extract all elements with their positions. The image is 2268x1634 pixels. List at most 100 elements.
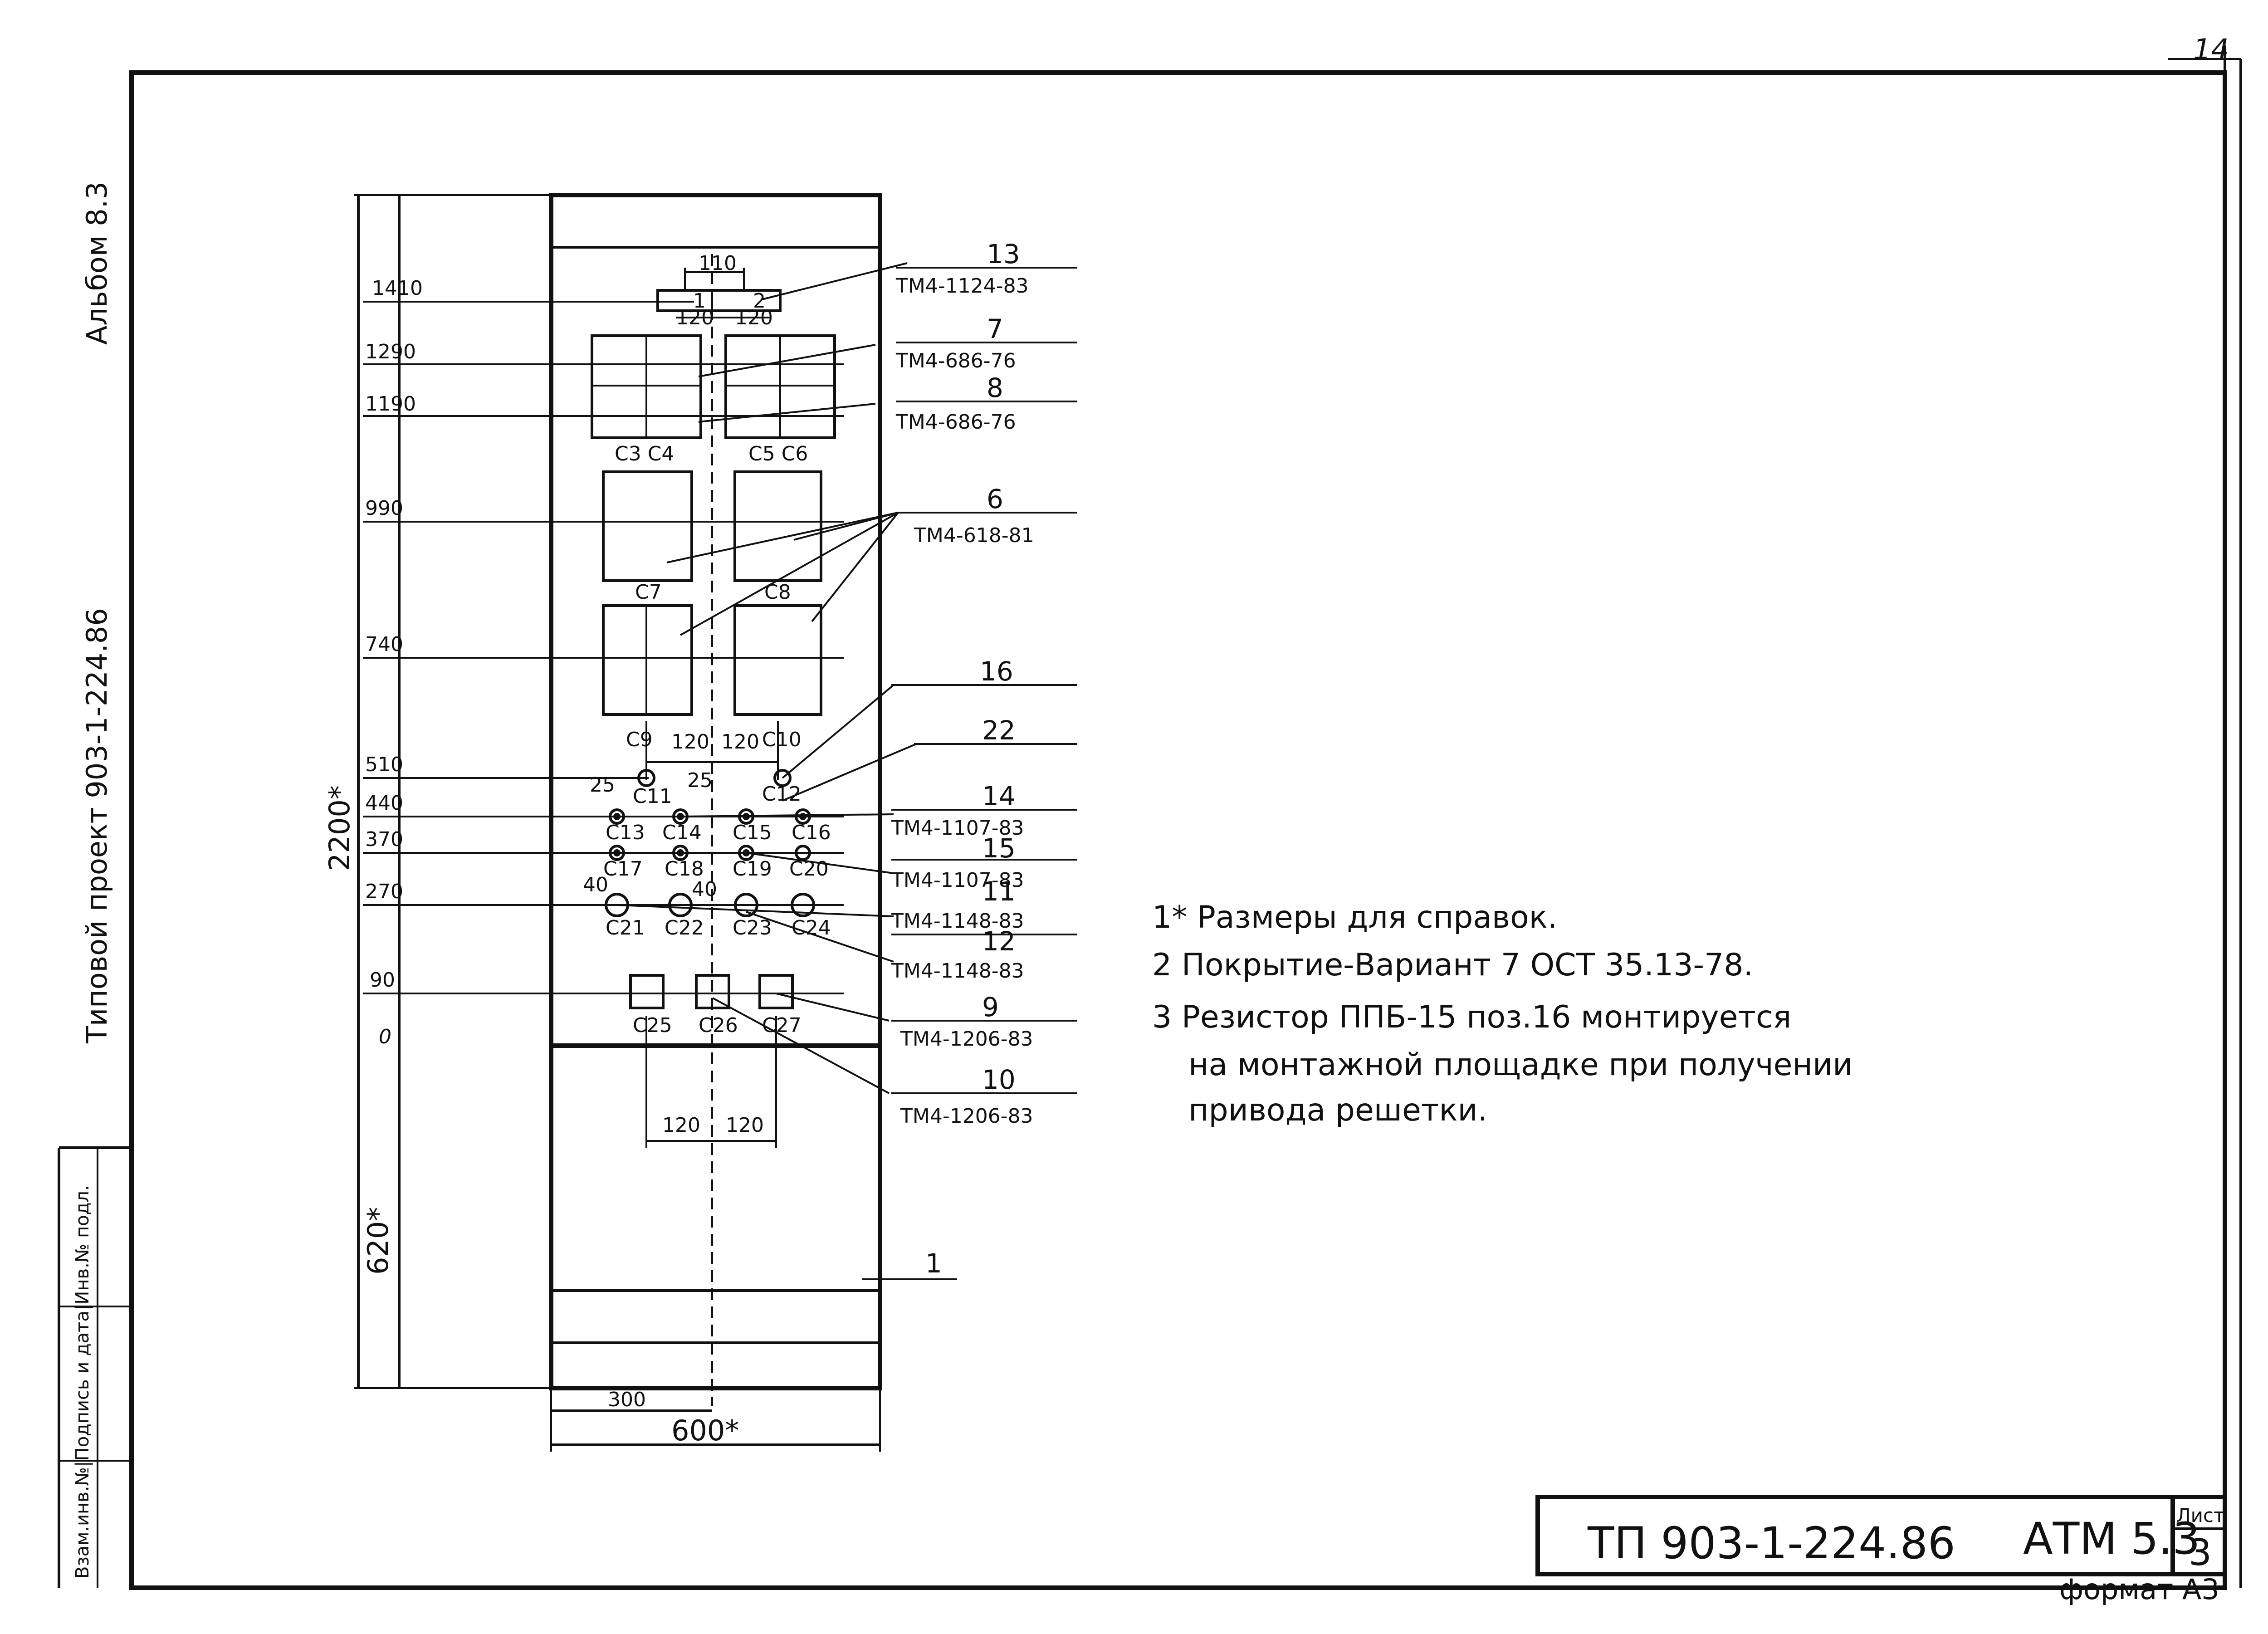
terminal-c27: С27	[762, 1014, 802, 1037]
level-990: 990	[365, 497, 403, 520]
device-boxes-upper	[591, 334, 836, 439]
terminal-c17: С17	[603, 857, 643, 881]
terminal-c7: С7	[635, 581, 662, 604]
sheet-label: Лист	[2176, 1504, 2224, 1526]
dim-40-left: 40	[583, 873, 608, 896]
terminal-c8: С8	[764, 581, 791, 604]
terminal-c23: С23	[733, 916, 772, 939]
top-item-2: 2	[753, 289, 766, 313]
level-1290: 1290	[365, 340, 416, 363]
dim-25-left: 25	[590, 773, 615, 797]
note-3-line-2: на монтажной площадке при получении	[1188, 1047, 1853, 1083]
callout-7-pos: 7	[987, 313, 1003, 344]
terminal-c14: С14	[662, 821, 702, 844]
note-3-line-3: привода решетки.	[1188, 1092, 1487, 1128]
width-dimensions: 300 600*	[550, 1388, 881, 1452]
callout-13-code: ТМ4-1124-83	[895, 274, 1029, 298]
level-270: 270	[365, 880, 403, 903]
margin-column: Взам.инв.№|Подпись и дата|Инв.№ подл.	[58, 1146, 132, 1588]
title-doc-code: АТМ 5.3	[2023, 1513, 2200, 1564]
height-dim-label: 2200*	[323, 785, 356, 871]
margin-labels: Взам.инв.№|Подпись и дата|Инв.№ подл.	[72, 1185, 93, 1579]
terminal-c15: С15	[733, 821, 772, 844]
level-740: 740	[365, 633, 403, 656]
title-block: ТП 903-1-224.86 АТМ 5.3 Лист 3 формат А3	[1535, 1495, 2227, 1606]
notes: 1* Размеры для справок. 2 Покрытие-Вариа…	[1152, 900, 1853, 1128]
terminal-c26: С26	[699, 1014, 738, 1037]
dim-mid-120-right: 120	[721, 730, 759, 753]
bottom-spacing-dims: 120 120	[645, 1016, 777, 1148]
level-370: 370	[365, 828, 403, 851]
callout-7-code: ТМ4-686-76	[895, 349, 1016, 372]
callout-10-pos: 10	[982, 1064, 1016, 1095]
callout-12-code: ТМ4-1148-83	[891, 959, 1024, 983]
callouts: 13 ТМ4-1124-83 7 ТМ4-686-76 8 ТМ4-686-76…	[891, 239, 1077, 1279]
bottom-dim-label: 620*	[362, 1207, 395, 1275]
panel-body	[549, 193, 882, 1406]
level-90: 90	[370, 969, 395, 992]
callout-8-code: ТМ4-686-76	[895, 411, 1016, 434]
callout-6-pos: 6	[987, 484, 1003, 514]
sheet-number: 3	[2189, 1531, 2212, 1574]
callout-22-pos: 22	[982, 715, 1016, 746]
mid-dims: С9 120 120 С10 25 25	[590, 721, 802, 797]
half-width-label: 300	[608, 1388, 646, 1411]
terminal-c18: С18	[665, 857, 704, 881]
terminal-c3-c4: С3 С4	[615, 442, 674, 465]
callout-15-pos: 15	[982, 833, 1016, 864]
dim-bottom-120-right: 120	[726, 1114, 764, 1137]
leader-lines	[616, 262, 957, 1280]
callout-14-pos: 14	[982, 781, 1016, 812]
callout-11-pos: 11	[982, 876, 1016, 907]
note-2: 2 Покрытие-Вариант 7 ОСТ 35.13-78.	[1152, 947, 1753, 983]
callout-8-pos: 8	[987, 372, 1003, 403]
dim-mid-120-left: 120	[671, 730, 709, 753]
page-number: 14	[2193, 33, 2229, 66]
dim-bottom-120-left: 120	[662, 1114, 700, 1137]
callout-13-pos: 13	[987, 239, 1020, 269]
album-label: Альбом 8.3	[80, 181, 113, 345]
level-1410: 1410	[372, 277, 423, 300]
terminal-c24: С24	[792, 916, 831, 939]
note-3: 3 Резистор ППБ-15 поз.16 монтируется	[1152, 999, 1791, 1035]
terminal-c11: С11	[633, 785, 672, 808]
terminal-c9: С9	[626, 728, 653, 751]
callout-16-pos: 16	[980, 656, 1013, 687]
level-440: 440	[365, 792, 403, 815]
device-boxes-lower	[629, 974, 794, 1009]
dim-top-120-left: 120	[676, 306, 714, 329]
terminal-c12: С12	[762, 783, 802, 806]
dim-110: 110	[699, 252, 737, 275]
top-item-group: 110 120 120 1 2	[656, 252, 782, 329]
callout-9-pos: 9	[982, 992, 999, 1022]
project-label: Типовой проект 903-1-224.86	[80, 608, 113, 1044]
level-510: 510	[365, 753, 403, 776]
callout-10-code: ТМ4-1206-83	[900, 1105, 1033, 1128]
callout-6-code: ТМ4-618-81	[914, 524, 1034, 547]
terminal-c13: С13	[606, 821, 645, 844]
callout-12-pos: 12	[982, 926, 1016, 957]
terminal-c10: С10	[762, 728, 802, 751]
terminal-c21: С21	[606, 916, 645, 939]
callout-15-code: ТМ4-1107-83	[891, 869, 1024, 892]
terminal-c5-c6: С5 С6	[748, 442, 808, 465]
format-label: формат А3	[2059, 1573, 2219, 1606]
terminal-c25: С25	[633, 1014, 672, 1037]
terminal-c16: С16	[792, 821, 831, 844]
dim-top-120-right: 120	[735, 306, 773, 329]
note-1: 1* Размеры для справок.	[1152, 900, 1557, 935]
dim-25-right: 25	[687, 769, 713, 792]
width-label: 600*	[671, 1414, 739, 1447]
sheet-frame: 14	[129, 33, 2242, 1590]
dim-40-right: 40	[692, 878, 717, 901]
top-item-1: 1	[693, 289, 706, 313]
terminal-c19: С19	[733, 857, 772, 881]
level-0: 0	[379, 1025, 391, 1048]
terminal-c22: С22	[665, 916, 704, 939]
level-1190: 1190	[365, 392, 416, 416]
callout-1-pos: 1	[925, 1248, 942, 1279]
callout-14-code: ТМ4-1107-83	[891, 817, 1024, 840]
title-designation: ТП 903-1-224.86	[1587, 1518, 1955, 1569]
callout-11-code: ТМ4-1148-83	[891, 910, 1024, 933]
